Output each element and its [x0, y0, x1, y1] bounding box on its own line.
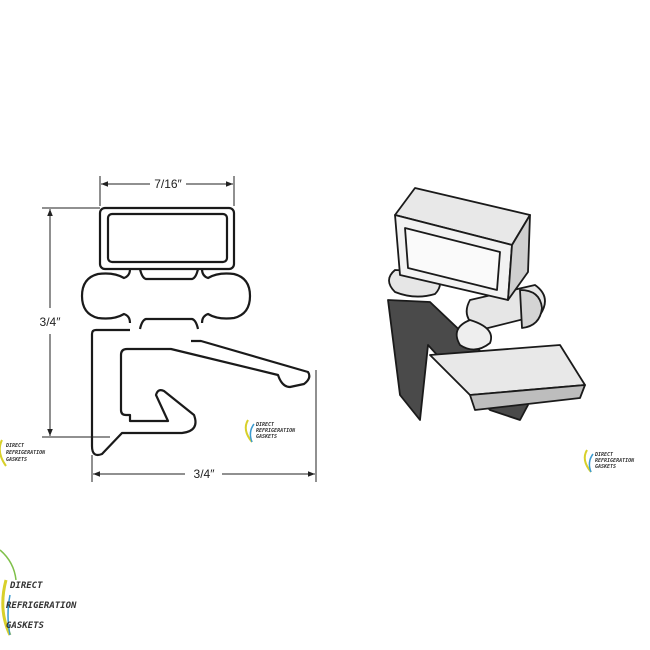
svg-text:DIRECT: DIRECT — [594, 452, 614, 458]
top-width-label: 7/16″ — [154, 177, 182, 191]
svg-text:GASKETS: GASKETS — [256, 434, 277, 440]
svg-text:DIRECT: DIRECT — [5, 443, 25, 449]
height-label: 3/4″ — [40, 315, 62, 329]
svg-text:GASKETS: GASKETS — [6, 621, 45, 631]
magnet-housing-outer — [98, 206, 236, 271]
svg-text:DIRECT: DIRECT — [255, 422, 275, 428]
svg-text:REFRIGERATION: REFRIGERATION — [595, 458, 635, 464]
svg-text:REFRIGERATION: REFRIGERATION — [6, 450, 46, 456]
gasket-profile-drawing — [80, 206, 311, 457]
brand-logo: DIRECT REFRIGERATION GASKETS DIRECT REFR… — [0, 419, 635, 636]
svg-text:GASKETS: GASKETS — [595, 464, 616, 470]
svg-text:REFRIGERATION: REFRIGERATION — [6, 601, 77, 611]
svg-text:DIRECT: DIRECT — [9, 581, 43, 591]
gasket-3d-render — [387, 187, 586, 421]
base-flange — [90, 328, 311, 457]
svg-text:REFRIGERATION: REFRIGERATION — [256, 428, 296, 434]
dimension-lines — [42, 176, 317, 482]
bellows-bulb — [80, 268, 252, 330]
bottom-width-label: 3/4″ — [194, 467, 216, 481]
svg-text:GASKETS: GASKETS — [6, 457, 27, 463]
magnet-housing-inner — [106, 212, 229, 264]
